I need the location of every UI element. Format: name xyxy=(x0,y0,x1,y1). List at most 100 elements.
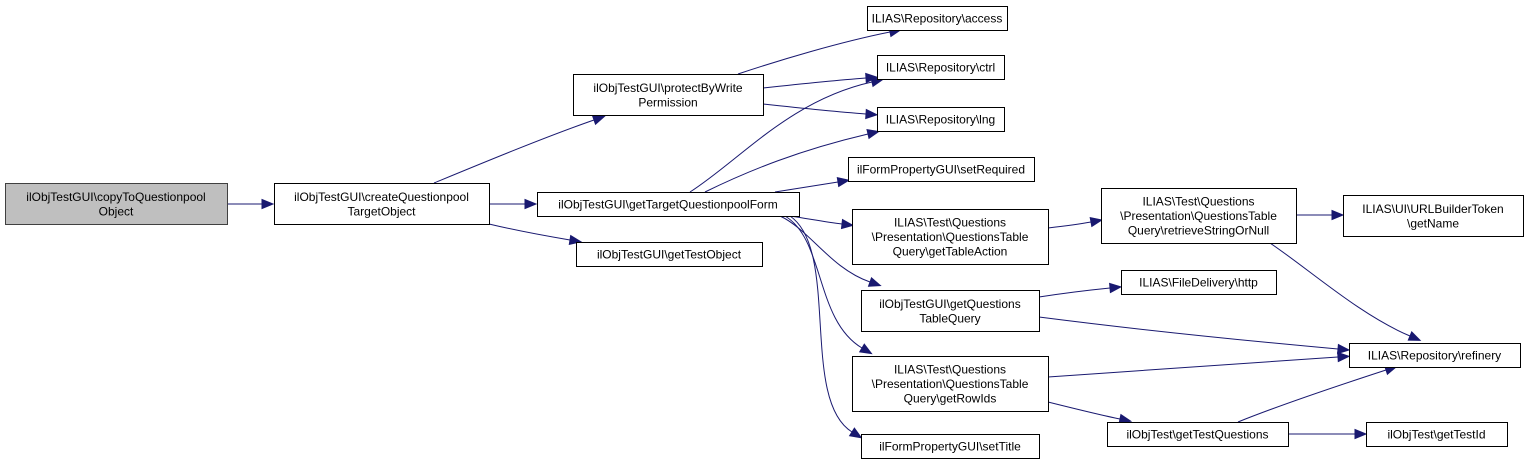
edge-copyToQuestionpoolObject-to-createQuestionpoolTargetObject xyxy=(227,198,275,210)
edge-getTestQuestions-to-getTestId xyxy=(1288,428,1368,440)
node-label: ilObjTestGUI\getQuestions xyxy=(879,297,1020,311)
edge-getTargetQuestionpoolForm-to-getRowIds xyxy=(784,215,873,355)
node-label: \getName xyxy=(1407,216,1459,230)
node-label: ilObjTestGUI\createQuestionpool xyxy=(294,190,469,204)
edge-line xyxy=(779,215,871,283)
node-getTestId[interactable]: ilObjTest\getTestId xyxy=(1366,422,1508,447)
edge-line xyxy=(433,119,595,184)
node-getTestObject[interactable]: ilObjTestGUI\getTestObject xyxy=(576,242,763,267)
node-box xyxy=(1366,422,1508,447)
edge-line xyxy=(1047,401,1121,420)
node-label: ilObjTestGUI\copyToQuestionpool xyxy=(26,190,205,204)
arrowhead-icon xyxy=(1354,428,1368,440)
node-box xyxy=(852,209,1049,265)
node-label: \Presentation\QuestionsTable xyxy=(872,230,1029,244)
node-label: ilObjTest\getTestId xyxy=(1387,428,1485,442)
edge-getQuestionsTableQuery-to-fileDeliveryHttp xyxy=(1038,282,1123,298)
edge-getTargetQuestionpoolForm-to-getTableAction xyxy=(789,215,855,230)
node-label: ILIAS\Repository\ctrl xyxy=(886,61,995,75)
edge-getTestQuestions-to-repoRefinery xyxy=(1237,365,1398,423)
edge-createQuestionpoolTargetObject-to-getTargetQuestionpoolForm xyxy=(489,198,538,210)
edge-line xyxy=(704,133,869,193)
node-repoRefinery[interactable]: ILIAS\Repository\refinery xyxy=(1349,343,1521,368)
edge-line xyxy=(689,81,873,193)
node-label: Object xyxy=(99,204,134,218)
arrowhead-icon xyxy=(261,198,275,210)
node-getTestQuestions[interactable]: ilObjTest\getTestQuestions xyxy=(1107,422,1289,447)
node-retrieveStringOrNull[interactable]: ILIAS\Test\Questions\Presentation\Questi… xyxy=(1101,188,1297,244)
node-getRowIds[interactable]: ILIAS\Test\Questions\Presentation\Questi… xyxy=(852,356,1049,412)
edge-line xyxy=(762,103,867,115)
arrowhead-icon xyxy=(524,198,538,210)
arrowhead-icon xyxy=(1407,331,1422,341)
node-label: ILIAS\FileDelivery\http xyxy=(1139,276,1258,290)
node-label: \Presentation\QuestionsTable xyxy=(872,377,1029,391)
node-label: Query\getTableAction xyxy=(893,245,1008,259)
edge-line xyxy=(1038,316,1339,350)
node-fileDeliveryHttp[interactable]: ILIAS\FileDelivery\http xyxy=(1121,270,1277,295)
node-repoLng[interactable]: ILIAS\Repository\lng xyxy=(877,107,1005,132)
edge-line xyxy=(1047,221,1092,229)
edge-line xyxy=(1269,242,1411,337)
node-box xyxy=(573,74,764,116)
node-getTargetQuestionpoolForm[interactable]: ilObjTestGUI\getTargetQuestionpoolForm xyxy=(537,192,800,217)
edge-getTableAction-to-retrieveStringOrNull xyxy=(1047,216,1104,229)
edge-getQuestionsTableQuery-to-repoRefinery xyxy=(1038,316,1351,355)
node-box xyxy=(1121,270,1277,295)
edge-protectByWritePermission-to-repoLng xyxy=(762,103,879,120)
edge-protectByWritePermission-to-repoCtrl xyxy=(762,72,879,89)
node-label: ilFormPropertyGUI\setTitle xyxy=(879,440,1021,454)
node-box xyxy=(5,183,228,225)
edge-line xyxy=(737,31,891,75)
node-getTableAction[interactable]: ILIAS\Test\Questions\Presentation\Questi… xyxy=(852,209,1049,265)
edge-protectByWritePermission-to-repoAccess xyxy=(737,26,903,75)
node-urlBuilderGetName[interactable]: ILIAS\UI\URLBuilderToken\getName xyxy=(1343,195,1524,237)
node-createQuestionpoolTargetObject[interactable]: ilObjTestGUI\createQuestionpoolTargetObj… xyxy=(274,183,490,225)
node-label: ilObjTestGUI\getTargetQuestionpoolForm xyxy=(558,198,777,212)
node-label: ilFormPropertyGUI\setRequired xyxy=(857,163,1025,177)
node-box xyxy=(537,192,800,217)
node-box xyxy=(1107,422,1289,447)
edge-createQuestionpoolTargetObject-to-getTestObject xyxy=(488,223,583,246)
edge-line xyxy=(488,223,571,241)
arrowhead-icon xyxy=(591,115,606,126)
node-repoCtrl[interactable]: ILIAS\Repository\ctrl xyxy=(877,55,1005,80)
arrowhead-icon xyxy=(866,128,880,140)
node-label: ILIAS\Test\Questions xyxy=(1142,195,1254,209)
arrowhead-icon xyxy=(867,276,882,287)
node-box xyxy=(877,55,1005,80)
node-setRequired[interactable]: ilFormPropertyGUI\setRequired xyxy=(848,157,1035,182)
arrowhead-icon xyxy=(865,108,879,120)
edge-retrieveStringOrNull-to-repoRefinery xyxy=(1269,242,1422,341)
node-box xyxy=(877,107,1005,132)
node-box xyxy=(867,6,1008,31)
node-box xyxy=(1349,343,1521,368)
node-setTitle[interactable]: ilFormPropertyGUI\setTitle xyxy=(861,434,1040,459)
node-label: ilObjTestGUI\protectByWrite xyxy=(593,81,742,95)
edge-line xyxy=(1047,356,1339,378)
node-label: TableQuery xyxy=(919,311,980,325)
node-label: Query\getRowIds xyxy=(904,392,997,406)
edge-getRowIds-to-repoRefinery xyxy=(1047,351,1351,378)
node-repoAccess[interactable]: ILIAS\Repository\access xyxy=(867,6,1008,31)
arrowhead-icon xyxy=(840,218,855,230)
node-label: TargetObject xyxy=(347,204,416,218)
node-label: ILIAS\Repository\refinery xyxy=(1368,349,1501,363)
arrowhead-icon xyxy=(836,176,851,188)
arrowhead-icon xyxy=(848,427,863,439)
node-box xyxy=(861,290,1040,332)
node-label: ILIAS\UI\URLBuilderToken xyxy=(1362,202,1503,216)
arrowhead-icon xyxy=(1337,351,1351,363)
edge-line xyxy=(762,77,867,89)
node-box xyxy=(848,157,1035,182)
node-label: ILIAS\Test\Questions xyxy=(894,363,1006,377)
edge-retrieveStringOrNull-to-urlBuilderGetName xyxy=(1296,209,1345,221)
node-label: ilObjTestGUI\getTestObject xyxy=(597,248,742,262)
node-box xyxy=(274,183,490,225)
edge-getTargetQuestionpoolForm-to-setRequired xyxy=(774,176,851,193)
node-label: ILIAS\Repository\access xyxy=(872,12,1003,26)
node-label: Permission xyxy=(638,95,697,109)
